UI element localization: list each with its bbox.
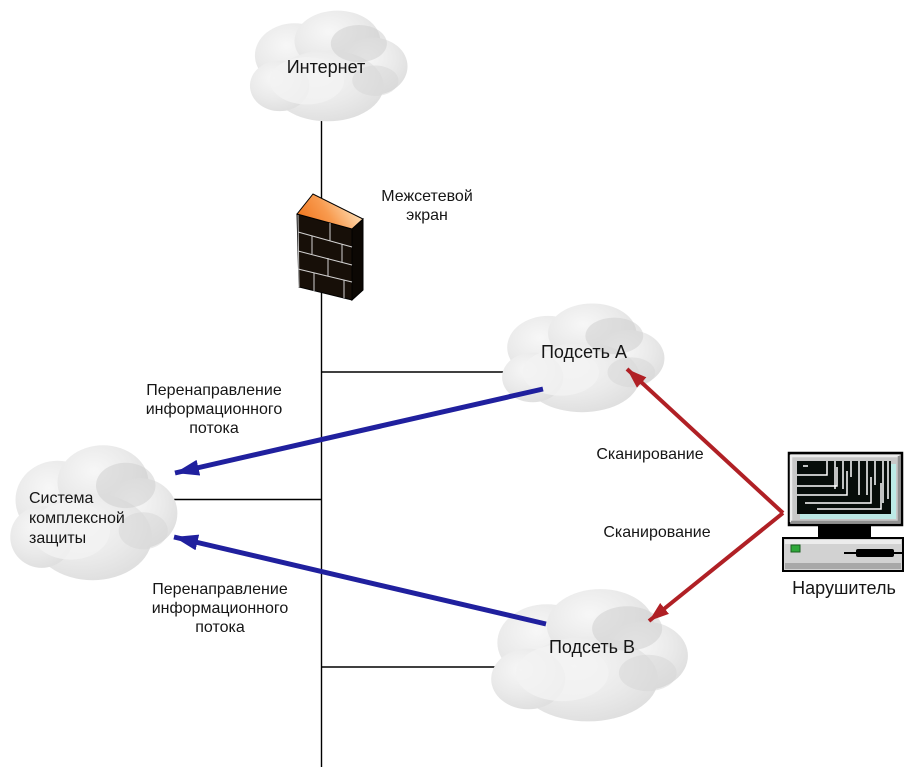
scan-label-subnet-a: Сканирование (596, 446, 704, 463)
scan-arrow-subnet-a (625, 367, 785, 515)
firewall-label: Межсетевой экран (381, 188, 473, 224)
redirect-arrow-subnet-a (174, 386, 544, 476)
internet-label: Интернет (286, 57, 366, 77)
redirect-arrows (173, 386, 547, 627)
protection-system-label: Система комплексной защиты (29, 490, 125, 547)
redirect-label-subnet-b: Перенаправление информационного потока (151, 581, 289, 636)
scan-label-subnet-b: Сканирование (603, 524, 711, 541)
monitor-screen (797, 461, 891, 514)
screen-maze-pattern (797, 461, 889, 510)
scan-arrows (625, 367, 785, 623)
monitor-stand (818, 525, 871, 538)
scan-arrow-subnet-b (647, 511, 785, 623)
power-led (790, 544, 801, 553)
intruder-label: Нарушитель (792, 578, 896, 598)
firewall-icon (296, 193, 364, 302)
subnet-b-label: Подсеть B (548, 637, 636, 657)
subnet-a-label: Подсеть A (540, 342, 628, 362)
redirect-arrow-subnet-b (173, 534, 547, 627)
redirect-label-subnet-a: Перенаправление информационного потока (145, 382, 283, 437)
brick-mortar-lines (297, 223, 353, 298)
intruder-computer-icon (782, 451, 904, 572)
